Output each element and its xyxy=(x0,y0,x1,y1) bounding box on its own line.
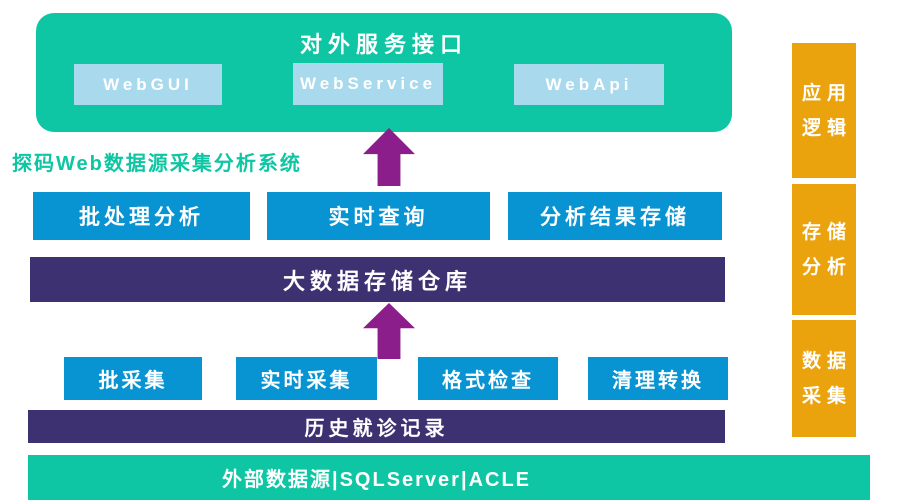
side-label-line: 数据 xyxy=(801,350,852,372)
side-label-application-logic: 应用 逻辑 xyxy=(792,43,856,178)
web-interface-item-webservice: WebService xyxy=(293,63,443,105)
panel-title: 对外服务接口 xyxy=(299,32,468,57)
collect-box-clean-transform: 清理转换 xyxy=(588,357,728,400)
data-source-bar: 外部数据源|SQLServer|ACLE xyxy=(28,455,870,500)
collect-box-label: 实时采集 xyxy=(260,370,353,392)
side-label-line: 应用 xyxy=(801,82,852,104)
arrow-up-icon xyxy=(363,128,415,186)
web-item-label: WebService xyxy=(299,74,437,93)
external-service-panel: 对外服务接口 WebGUI WebService WebApi xyxy=(36,13,732,132)
collect-box-label: 清理转换 xyxy=(612,370,704,392)
collect-box-batch: 批采集 xyxy=(64,357,202,400)
warehouse-bar-label: 大数据存储仓库 xyxy=(282,268,472,294)
analysis-box-batch: 批处理分析 xyxy=(33,192,250,240)
data-source-label: 外部数据源|SQLServer|ACLE xyxy=(221,469,532,491)
web-interface-item-webapi: WebApi xyxy=(514,64,664,105)
analysis-box-label: 批处理分析 xyxy=(79,206,204,229)
warehouse-bar: 大数据存储仓库 xyxy=(30,257,725,302)
history-bar-label: 历史就诊记录 xyxy=(304,418,449,440)
collect-box-realtime: 实时采集 xyxy=(236,357,377,400)
web-item-label: WebGUI xyxy=(103,74,193,94)
side-label-line: 分析 xyxy=(801,256,852,278)
system-name-label: 探码Web数据源采集分析系统 xyxy=(12,153,302,175)
analysis-box-result-storage: 分析结果存储 xyxy=(508,192,722,240)
web-interface-item-webgui: WebGUI xyxy=(74,64,222,105)
analysis-box-realtime-query: 实时查询 xyxy=(267,192,490,240)
collect-box-label: 批采集 xyxy=(98,370,168,392)
history-bar: 历史就诊记录 xyxy=(28,410,725,443)
analysis-box-label: 实时查询 xyxy=(328,206,429,229)
collect-box-label: 格式检查 xyxy=(442,370,534,392)
side-label-line: 采集 xyxy=(801,385,852,407)
side-label-storage-analysis: 存储 分析 xyxy=(792,184,856,315)
collect-box-format-check: 格式检查 xyxy=(418,357,558,400)
web-item-label: WebApi xyxy=(545,74,633,94)
side-label-data-collection: 数据 采集 xyxy=(792,320,856,437)
arrow-up-icon xyxy=(363,303,415,359)
analysis-box-label: 分析结果存储 xyxy=(540,206,690,229)
side-label-line: 存储 xyxy=(801,221,852,243)
side-label-line: 逻辑 xyxy=(801,117,852,139)
